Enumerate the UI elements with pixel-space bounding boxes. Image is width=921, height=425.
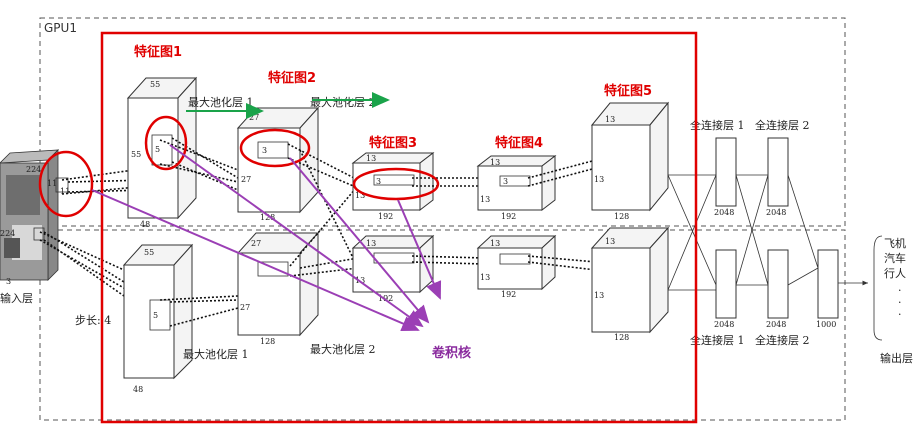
fm5-top-dim-13-a: 13 [605,115,615,124]
fm4-top-dim-13-a: 13 [490,158,500,167]
output-fc-dim: 1000 [816,320,836,329]
fm4-label: 特征图4 [495,135,543,151]
fm5-bot-dim-13-a: 13 [605,237,615,246]
fm1-top-dim-55-b: 55 [131,150,141,159]
fm1-label: 特征图1 [134,44,182,60]
conv-kernel-label: 卷积核 [432,345,471,361]
output-dot-3: · [898,308,902,321]
fm5-bottom-block [592,228,668,332]
input-layer-label: 输入层 [0,291,33,305]
fc1-bottom-label: 全连接层 1 [690,333,745,347]
fm5-top-dim-128: 128 [614,212,629,221]
stride-label: 步长: 4 [75,314,111,327]
fm4-top-dim-192: 192 [501,212,516,221]
fm1-bot-dim-48: 48 [133,385,143,394]
fm4-bot-dim-192: 192 [501,290,516,299]
fm2-top-dim-27-b: 27 [241,175,251,184]
pool2-bottom-label: 最大池化层 2 [310,342,376,356]
fc2-top-label: 全连接层 2 [755,118,810,132]
output-fc-box [818,250,838,318]
fm2-bot-dim-27-a: 27 [251,239,261,248]
fc1-top-box [716,138,736,206]
fm3-top-block [353,153,433,210]
fc2-bottom-box [768,250,788,318]
fm3-top-dim-192: 192 [378,212,393,221]
input-dim-224-side: 224 [0,229,15,238]
fm4-top-dim-3: 3 [503,177,508,186]
fm5-top-block [592,103,668,210]
fm1-top-dim-55-a: 55 [150,80,160,89]
fm5-label: 特征图5 [604,83,652,99]
input-dim-3: 3 [6,277,11,286]
fm2-bottom-block [238,233,318,335]
fm1-top-dim-48: 48 [140,220,150,229]
fm5-top-dim-13-b: 13 [594,175,604,184]
output-class-3: 行人 [884,267,906,280]
fc1-top-dim: 2048 [714,208,734,217]
fc1-bot-dim: 2048 [714,320,734,329]
fm3-bot-dim-13-a: 13 [366,239,376,248]
fm4-top-dim-13-b: 13 [480,195,490,204]
fm3-top-dim-13-a: 13 [366,154,376,163]
fm4-bot-dim-13-a: 13 [490,239,500,248]
fm3-top-dim-3: 3 [376,177,381,186]
fm2-label: 特征图2 [268,70,316,86]
fm3-label: 特征图3 [369,135,417,151]
fc1-top-label: 全连接层 1 [690,118,745,132]
fm2-bot-dim-128: 128 [260,337,275,346]
fc2-bot-dim: 2048 [766,320,786,329]
output-layer-label: 输出层 [880,351,913,365]
input-dim-224-top: 224 [26,165,41,174]
fc2-top-box [768,138,788,206]
pool1-top-label: 最大池化层 1 [188,95,254,109]
output-bracket [874,236,882,340]
fm5-bot-dim-128: 128 [614,333,629,342]
output-class-1: 飞机 [884,236,906,250]
fm1-top-dim-5: 5 [155,145,160,154]
fm4-bot-dim-13-b: 13 [480,273,490,282]
fm2-bot-dim-27-b: 27 [240,303,250,312]
pool2-top-label: 最大池化层 2 [310,95,376,109]
fc2-bottom-label: 全连接层 2 [755,333,810,347]
gpu-label: GPU1 [44,21,77,35]
fc1-bottom-box [716,250,736,318]
fm1-bot-dim-55: 55 [144,248,154,257]
fm5-bot-dim-13-b: 13 [594,291,604,300]
fm2-top-dim-3: 3 [262,146,267,155]
fm2-top-dim-27-a: 27 [249,113,259,122]
output-class-2: 汽车 [884,251,906,265]
fc2-top-dim: 2048 [766,208,786,217]
fm1-bot-dim-5: 5 [153,311,158,320]
pool1-bottom-label: 最大池化层 1 [183,347,249,361]
